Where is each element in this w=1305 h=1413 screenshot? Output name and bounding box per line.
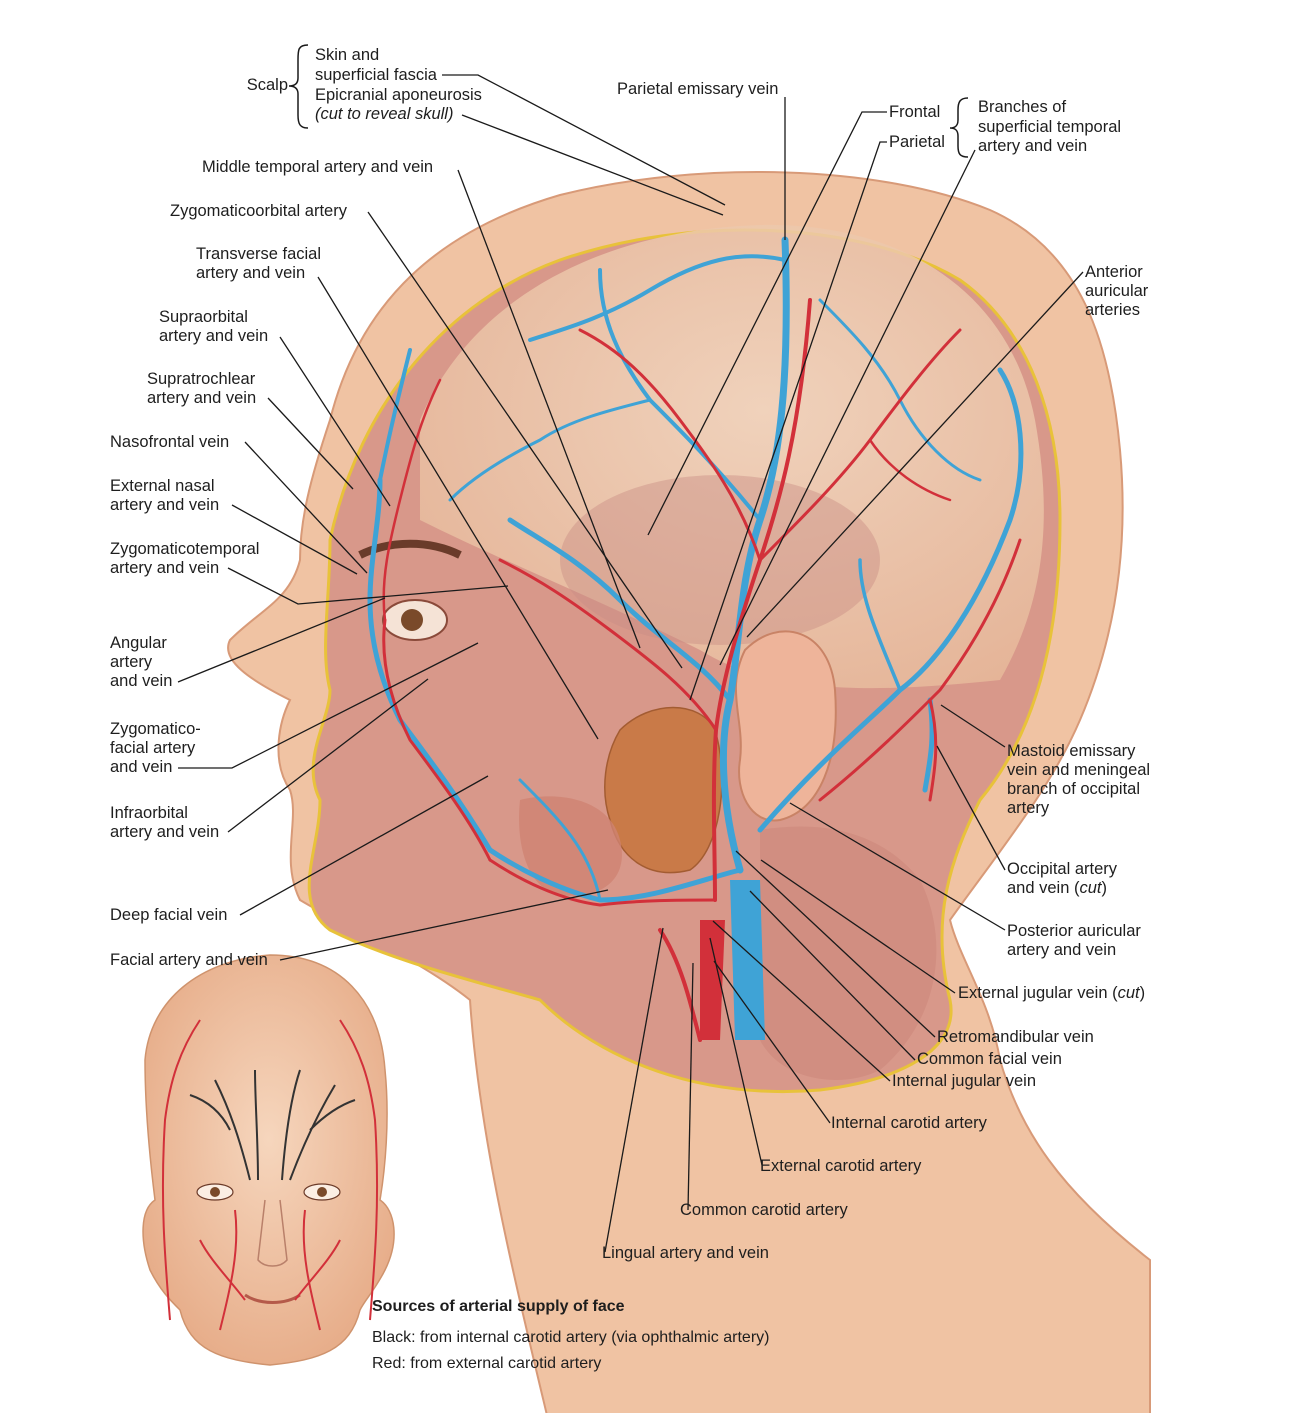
label-branches-2: superficial temporal [978,118,1122,136]
label-mastoid-3: branch of occipital [1007,780,1140,798]
label-parietal: Parietal [889,133,945,151]
label-parietal-emissary: Parietal emissary vein [617,80,779,98]
label-cut-reveal-skull: (cut to reveal skull) [315,105,454,123]
internal-jugular-vein-shape [730,880,765,1040]
label-epicranial: Epicranial aponeurosis [315,86,482,104]
label-zygomaticotemporal-2: artery and vein [110,559,220,577]
inset-face [142,954,395,1366]
label-common-facial: Common facial vein [917,1050,1062,1068]
label-retromandibular: Retromandibular vein [937,1028,1094,1046]
label-middle-temporal: Middle temporal artery and vein [202,158,434,176]
label-transverse-facial-2: artery and vein [196,264,306,282]
label-facial-artery-vein: Facial artery and vein [110,951,268,969]
carotid-shape [700,920,725,1040]
leader-lines [177,74,1084,1253]
label-zygomaticofacial-2: facial artery [110,739,196,757]
label-frontal: Frontal [889,103,941,121]
label-occipital-2: and vein (cut) [1007,879,1107,897]
braces [288,44,969,158]
label-scalp: Scalp [246,76,288,94]
label-infraorbital-2: artery and vein [110,823,220,841]
label-branches-1: Branches of [978,98,1067,116]
label-anterior-auricular-3: arteries [1085,301,1141,319]
label-angular-2: artery [110,653,153,671]
label-external-nasal-2: artery and vein [110,496,220,514]
label-occipital-1: Occipital artery [1007,860,1118,878]
label-zygomaticotemporal-1: Zygomaticotemporal [110,540,260,558]
caption-line-red: Red: from external carotid artery [372,1355,602,1372]
label-angular-1: Angular [110,634,167,652]
label-anterior-auricular-1: Anterior [1085,263,1143,281]
label-zygomaticofacial-1: Zygomatico- [110,720,201,738]
label-supratrochlear-1: Supratrochlear [147,370,256,388]
skull [420,224,1044,689]
label-skin-fascia-1: Skin and [315,46,380,64]
label-internal-jugular: Internal jugular vein [892,1072,1037,1090]
caption-line-black: Black: from internal carotid artery (via… [372,1329,770,1346]
label-transverse-facial-1: Transverse facial [196,245,322,263]
label-mastoid-2: vein and meningeal [1007,761,1151,779]
label-supraorbital-2: artery and vein [159,327,269,345]
label-deep-facial: Deep facial vein [110,906,228,924]
label-infraorbital-1: Infraorbital [110,804,188,822]
eyebrow [358,539,462,559]
label-external-carotid: External carotid artery [760,1157,922,1175]
label-lingual: Lingual artery and vein [602,1244,769,1262]
label-angular-3: and vein [110,672,173,690]
label-zygomaticoorbital: Zygomaticoorbital artery [170,202,347,220]
caption-title: Sources of arterial supply of face [372,1298,625,1315]
label-mastoid-4: artery [1007,799,1050,817]
label-common-carotid: Common carotid artery [680,1201,848,1219]
label-supraorbital-1: Supraorbital [159,308,248,326]
label-supratrochlear-2: artery and vein [147,389,257,407]
label-branches-3: artery and vein [978,137,1088,155]
label-mastoid-1: Mastoid emissary [1007,742,1136,760]
label-anterior-auricular-2: auricular [1085,282,1149,300]
parotid-gland [604,706,723,874]
label-skin-fascia-2: superficial fascia [315,66,437,84]
label-external-nasal-1: External nasal [110,477,215,495]
label-internal-carotid: Internal carotid artery [831,1114,987,1132]
label-zygomaticofacial-3: and vein [110,758,173,776]
label-posterior-auricular-1: Posterior auricular [1007,922,1141,940]
label-nasofrontal: Nasofrontal vein [110,433,230,451]
masseter [519,796,622,896]
label-external-jugular: External jugular vein (cut) [958,984,1146,1002]
label-posterior-auricular-2: artery and vein [1007,941,1117,959]
